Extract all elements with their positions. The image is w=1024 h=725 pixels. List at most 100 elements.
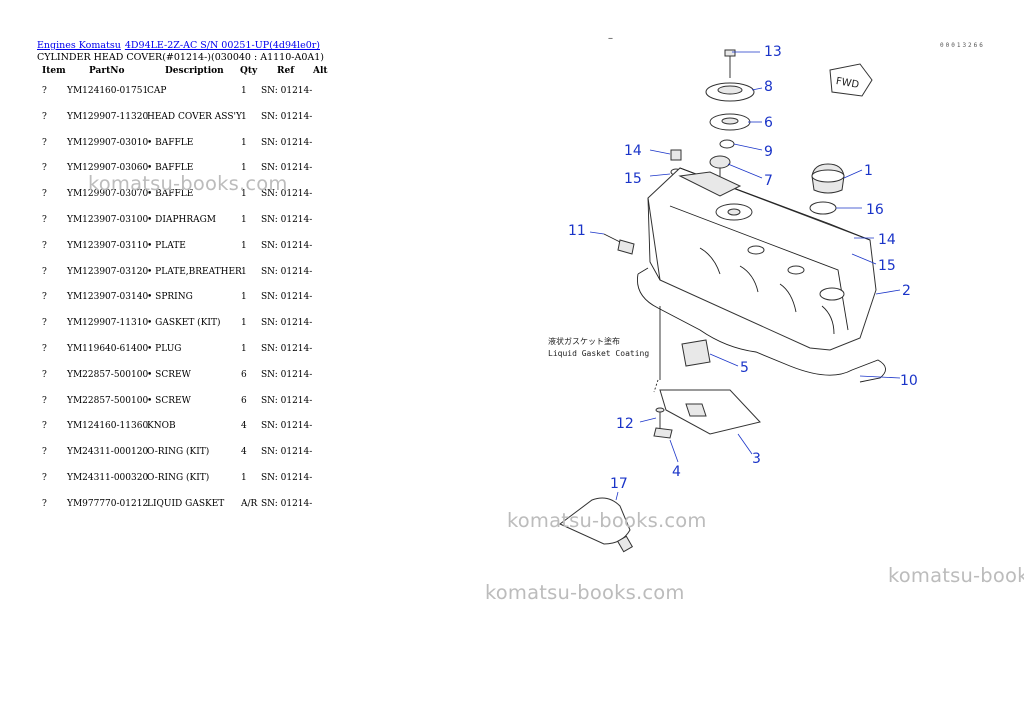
row-partno: YM129907-03060	[67, 163, 149, 174]
row-ref: SN: 01214-	[261, 111, 313, 122]
baffle-plate-icon	[659, 389, 761, 435]
watermark: komatsu-books.com	[507, 509, 707, 532]
watermark: komatsu-books.com	[88, 172, 288, 195]
row-ref: SN: 01214-	[261, 343, 313, 354]
callout-labels: 13 8 6 9 7 14 15 1 16 14 15 11 2 5 10 12…	[568, 44, 918, 492]
row-item: ?	[42, 447, 47, 458]
breadcrumb-link-engines[interactable]: Engines Komatsu	[37, 40, 121, 51]
row-qty: 1	[241, 189, 247, 200]
row-item: ?	[42, 343, 47, 354]
spring-icon	[719, 139, 735, 149]
row-partno: YM977770-01212	[67, 498, 149, 509]
row-ref: SN: 01214-	[261, 318, 313, 329]
callout-15-right: 15	[878, 258, 896, 274]
row-ref: SN: 01214-	[261, 369, 313, 380]
row-qty: 1	[241, 318, 247, 329]
row-partno: YM129907-03010	[67, 137, 149, 148]
row-partno: YM123907-03110	[67, 240, 149, 251]
screw-block-icon	[653, 427, 673, 439]
header-alt: Alt	[313, 66, 328, 76]
row-ref: SN: 01214-	[261, 447, 313, 458]
row-partno: YM22857-500100	[67, 395, 149, 406]
row-item: ?	[42, 266, 47, 277]
row-item: ?	[42, 498, 47, 509]
row-item: ?	[42, 369, 47, 380]
header-item: Item	[42, 66, 66, 76]
row-description: • BAFFLE	[147, 163, 194, 174]
row-qty: 6	[241, 395, 247, 406]
row-qty: 1	[241, 240, 247, 251]
row-ref: SN: 01214-	[261, 498, 313, 509]
row-item: ?	[42, 395, 47, 406]
row-description: • PLATE,BREATHER	[147, 266, 242, 277]
callout-6: 6	[764, 115, 773, 131]
row-qty: 1	[241, 137, 247, 148]
callout-7: 7	[764, 173, 773, 189]
row-partno: YM24311-000320	[67, 472, 149, 483]
row-qty: 1	[241, 292, 247, 303]
row-description: O-RING (KIT)	[147, 447, 210, 458]
row-description: HEAD COVER ASS'Y	[147, 111, 242, 122]
row-qty: 1	[241, 343, 247, 354]
callout-8: 8	[764, 79, 773, 95]
row-description: • GASKET (KIT)	[147, 318, 221, 329]
row-item: ?	[42, 214, 47, 225]
breadcrumb-link-model[interactable]: 4D94LE-2Z-AC S/N 00251-UP(4d94le0r)	[124, 40, 320, 51]
row-item: ?	[42, 163, 47, 174]
header-partno: PartNo	[89, 66, 125, 76]
callout-11: 11	[568, 223, 586, 239]
row-ref: SN: 01214-	[261, 240, 313, 251]
row-qty: A/R	[241, 498, 258, 509]
head-cover-icon	[647, 167, 877, 351]
row-qty: 1	[241, 472, 247, 483]
row-partno: YM119640-61400	[67, 343, 149, 354]
row-ref: SN: 01214-	[261, 86, 313, 96]
row-item: ?	[42, 189, 47, 200]
screw-part-icon	[724, 49, 736, 78]
callout-14-left: 14	[624, 143, 642, 159]
row-description: • SCREW	[147, 395, 191, 406]
callout-17: 17	[610, 476, 628, 492]
row-qty: 4	[241, 421, 247, 432]
row-item: ?	[42, 421, 47, 432]
row-description: • BAFFLE	[147, 137, 194, 148]
svg-text:FWD: FWD	[835, 76, 860, 91]
row-qty: 6	[241, 369, 247, 380]
row-qty: 1	[241, 86, 247, 96]
row-ref: SN: 01214-	[261, 266, 313, 277]
callout-13: 13	[764, 44, 782, 60]
table-row: ? YM22857-500100• SCREW 6 SN: 01214-	[37, 396, 337, 422]
callout-4: 4	[672, 464, 681, 480]
row-partno: YM129907-03070	[67, 189, 149, 200]
row-item: ?	[42, 86, 47, 96]
row-description: • BAFFLE	[147, 189, 194, 200]
row-description: CAP	[147, 86, 167, 96]
row-partno: YM22857-500100	[67, 369, 149, 380]
row-ref: SN: 01214-	[261, 137, 313, 148]
row-partno: YM123907-03120	[67, 266, 149, 277]
row-ref: SN: 01214-	[261, 292, 313, 303]
callout-15-left: 15	[624, 171, 642, 187]
row-item: ?	[42, 111, 47, 122]
callout-16: 16	[866, 202, 884, 218]
header-description: Description	[165, 66, 224, 76]
row-description: • SPRING	[147, 292, 193, 303]
row-partno: YM129907-11310	[67, 318, 149, 329]
row-partno: YM24311-000120	[67, 447, 149, 458]
knob-icon	[670, 149, 682, 161]
callout-14-right: 14	[878, 232, 896, 248]
row-ref: SN: 01214-	[261, 395, 313, 406]
gasket-icon	[636, 273, 886, 383]
watermark: komatsu-books.com	[888, 564, 1024, 587]
